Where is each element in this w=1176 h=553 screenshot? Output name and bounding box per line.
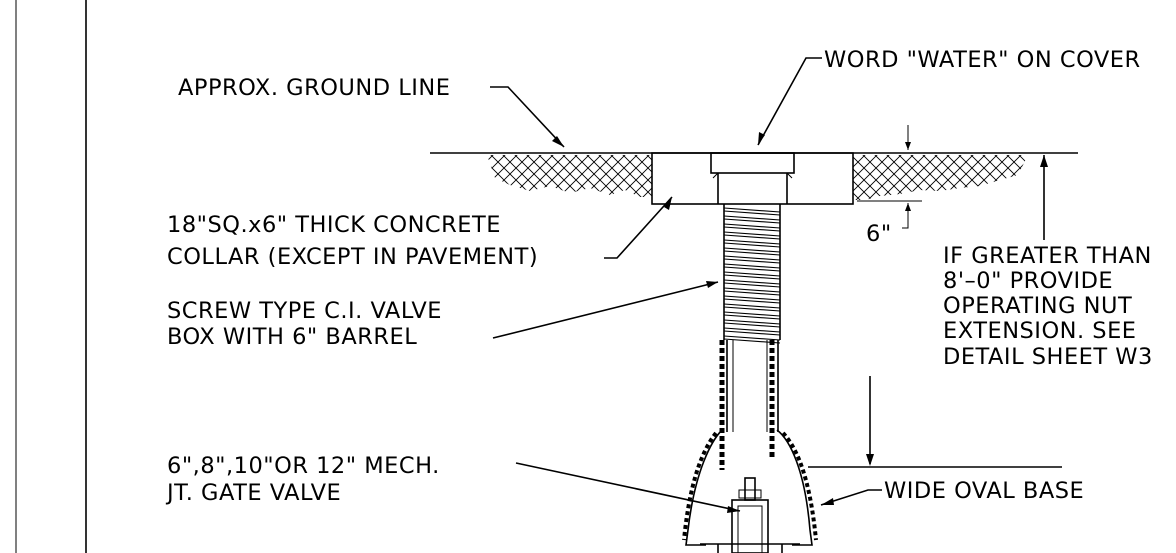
thread-ridge (723, 247, 781, 256)
lower-barrel (719, 340, 779, 470)
operating-nut-dimension (808, 155, 1062, 468)
oval-base (682, 429, 818, 546)
thread-ridge (723, 287, 781, 296)
gate-valve-leader (515, 462, 741, 513)
oval-base-label: WIDE OVAL BASE (884, 478, 1084, 504)
soil-hatch-left (487, 155, 652, 197)
thread-ridge (723, 215, 781, 224)
soil-hatch-right (853, 155, 1028, 200)
collar-label-line2: COLLAR (EXCEPT IN PAVEMENT) (167, 244, 538, 270)
greater-label-line3: OPERATING NUT (943, 293, 1132, 319)
valve-box-leader (492, 281, 719, 339)
sheet-border (15, 0, 87, 553)
valve-box-label-line2: BOX WITH 6" BARREL (167, 324, 417, 350)
oval-base-leader (820, 489, 882, 506)
word-water-label: WORD "WATER" ON COVER (824, 47, 1141, 73)
concrete-collar (651, 152, 854, 205)
greater-label-line2: 8'–0" PROVIDE (943, 268, 1113, 294)
thread-ridge (723, 279, 781, 288)
thread-ridge (723, 295, 781, 304)
valve-box-label-line1: SCREW TYPE C.I. VALVE (167, 298, 442, 324)
gate-valve-body (700, 477, 800, 553)
six-inch-label: 6" (866, 221, 892, 247)
thread-ridge (723, 303, 781, 312)
collar-label-line1: 18"SQ.x6" THICK CONCRETE (167, 212, 501, 238)
gate-valve-label-line2: JT. GATE VALVE (165, 480, 341, 506)
thread-ridge (723, 327, 781, 336)
greater-label-line4: EXTENSION. SEE (943, 318, 1137, 344)
greater-label-line5: DETAIL SHEET W3 (943, 344, 1153, 370)
six-inch-dimension (857, 125, 922, 229)
ground-line-leader (490, 86, 565, 148)
greater-label-line1: IF GREATER THAN (943, 243, 1152, 269)
thread-ridge (723, 231, 781, 240)
thread-ridge (723, 223, 781, 232)
thread-ridge (723, 271, 781, 280)
threaded-barrel (723, 204, 781, 344)
thread-ridge (723, 263, 781, 272)
thread-ridge (723, 207, 781, 216)
word-water-leader (757, 57, 822, 146)
thread-ridge (723, 239, 781, 248)
thread-ridge (723, 319, 781, 328)
valve-box-cover (710, 152, 795, 204)
gate-valve-label-line1: 6",8",10"OR 12" MECH. (167, 453, 440, 479)
thread-ridge (723, 255, 781, 264)
thread-ridge (723, 311, 781, 320)
collar-leader (604, 196, 673, 259)
ground-line-label: APPROX. GROUND LINE (178, 75, 450, 101)
